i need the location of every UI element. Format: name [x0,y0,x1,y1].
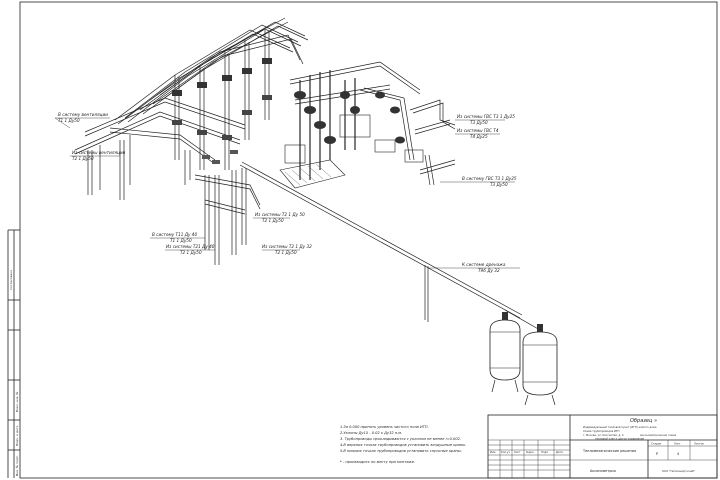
label-right-low-2: Т3 Ду50 [490,182,508,187]
tb-description-1: Индивидуальный тепловой пункт (ИТП) жило… [583,425,657,429]
tb-sheet: 4 [677,452,679,456]
label-right-mid-2: Т4 Ду25 [470,134,488,139]
label-right-mid-1: Из системы ГВС Т4 [457,128,499,133]
label-bot-left-3: Из системы Т21 Ду 40 [166,244,215,249]
label-bot-left-4: Т2 1 Ду50 [180,250,202,255]
drain-line [239,161,541,331]
pipe-labels: В систему вентиляции Т1 1 Ду50 Из систем… [58,112,517,273]
pipe-bundle-left [74,97,261,265]
note-5: 5.В нижних точках трубопроводов установи… [340,449,462,453]
expansion-tanks [489,312,558,406]
note-2: 2.Уклоны Ду15 - 0.02 к Ду32 п.м. [340,431,402,435]
tb-description-2: Схема трубопроводов ИТП [583,429,619,433]
note-3: 3. Трубопроводы прокладываются с уклоном… [340,437,461,441]
side-stamp: Согласовано Взам. инв. № Подп. и дата Ин… [7,229,20,478]
tb-col-data: Дата [556,450,563,454]
tb-drawing-name: Тепломеханические решения [582,449,636,453]
piping-axonometry [54,17,558,406]
label-drain-2: Т96 Ду 32 [478,268,500,273]
tb-sheets-header: Листов [694,442,704,446]
label-bot-mid-1: Из системы Т2 1 Ду 50 [255,212,305,217]
label-bot-left-2: Т1 1 Ду50 [170,238,192,243]
note-6: * - производить по месту при монтаже. [340,460,415,464]
tb-col-doc: №док. [526,451,535,454]
tb-col-kol: Кол.уч [501,450,510,454]
label-right-top-2: Т3 Ду50 [470,120,488,125]
leader-lines [54,117,520,269]
tb-sheet-header: Лист [674,442,681,446]
tb-col-izm: Изм. [490,450,496,454]
tb-axonometry: Аксонометрия [590,469,616,473]
tb-description-3: г. Москва, ул. Кассиопея, д. 4 [583,433,624,437]
tb-col-podp: Подп. [541,450,549,454]
tb-stamp: Образец » [630,418,657,424]
note-1: 1.За 0.000 принять уровень чистого пола … [340,425,429,429]
label-right-top-1: Из системы ГВС Т3 1 Ду25 [457,114,515,119]
tb-description-5: тепловой узел и щиток управления [595,437,644,441]
label-left-mid-2: Т2 1 Ду50 [72,156,94,161]
label-left-top-1: В систему вентиляции [58,112,108,117]
label-left-mid-1: Из системы вентиляции [72,150,126,155]
sheet-border [19,1,718,479]
label-right-low-1: В систему ГВС Т3 1 Ду25 [462,176,517,181]
equipment-cluster [279,61,424,189]
pipe-bundle-upper [114,17,309,170]
tb-stage: Р [656,452,658,456]
side-inv: Инв. № подл. [15,455,19,476]
label-left-top-2: Т1 1 Ду50 [58,118,80,123]
label-drain-1: К системе дренажа [462,262,506,267]
label-bot-mid-2: Т2 1 Ду50 [262,218,284,223]
tb-stage-header: Стадия [651,442,661,446]
side-vzam: Взам. инв. № [15,392,19,412]
side-podp: Подп. и дата [15,425,19,446]
label-bot-left-1: В систему Т11 Ду 40 [152,232,197,237]
general-notes: 1.За 0.000 принять уровень чистого пола … [340,425,466,464]
tb-col-list: Лист [514,450,521,454]
pipe-bundle-right [409,99,456,186]
label-bot-mid-3: Из системы Т2 1 Ду 32 [262,244,312,249]
title-block: Изм. Кол.уч Лист №док. Подп. Дата Образе… [487,414,718,479]
side-sogl: Согласовано [9,270,13,290]
fittings-left [172,58,272,164]
tb-description-4: аксонометрическая схема [640,434,676,437]
label-bot-mid-4: Т2 1 Ду50 [275,250,297,255]
tb-organization: ООО "Теплоэнергоснаб" [662,469,695,473]
note-4: 4.В верхних точках трубопроводов установ… [340,443,466,447]
